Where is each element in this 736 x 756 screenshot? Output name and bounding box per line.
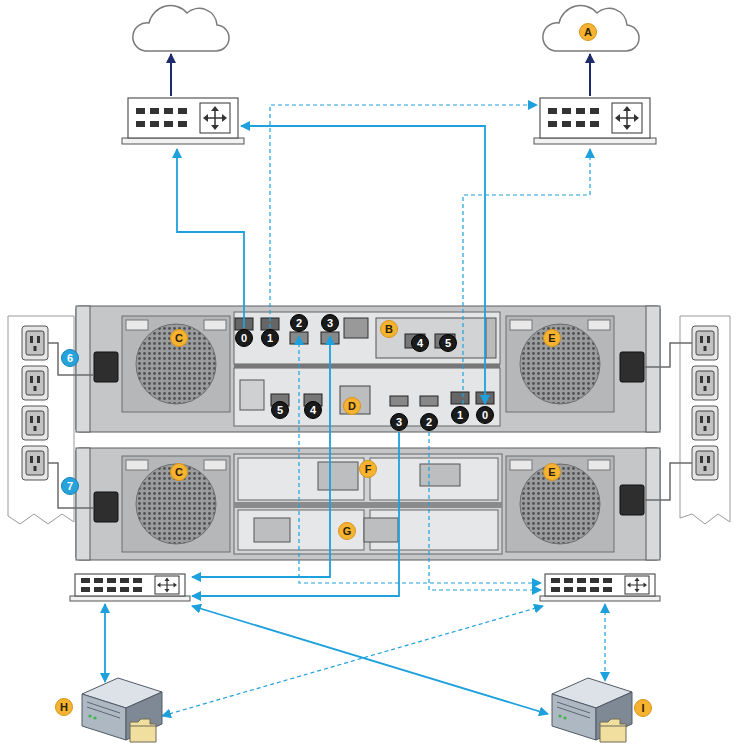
port-number: 4 bbox=[304, 401, 322, 419]
callout-text: A bbox=[584, 27, 592, 38]
callout-text: 7 bbox=[67, 481, 73, 492]
callout-text: 1 bbox=[267, 333, 273, 344]
uplink-arrow bbox=[170, 54, 172, 96]
port-number: 5 bbox=[439, 334, 457, 352]
callout-letter: I bbox=[634, 699, 652, 717]
network-switch bbox=[70, 574, 190, 601]
port-number: 5 bbox=[271, 401, 289, 419]
callout-letter: H bbox=[55, 698, 73, 716]
port-number: 0 bbox=[476, 406, 494, 424]
callout-text: G bbox=[343, 526, 352, 537]
redundant-cable bbox=[162, 105, 605, 716]
port-number: 3 bbox=[321, 314, 339, 332]
callout-text: 1 bbox=[457, 410, 463, 421]
callout-letter: C bbox=[170, 463, 188, 481]
callout-text: E bbox=[548, 467, 555, 478]
callout-letter: B bbox=[380, 320, 398, 338]
network-switch bbox=[122, 98, 244, 144]
callout-text: 0 bbox=[482, 410, 488, 421]
port-number: 4 bbox=[411, 334, 429, 352]
callout-letter: C bbox=[170, 329, 188, 347]
port-number: 1 bbox=[451, 406, 469, 424]
storage-enclosure bbox=[76, 306, 660, 432]
callout-number: 6 bbox=[61, 349, 79, 367]
callout-number: 7 bbox=[61, 477, 79, 495]
callout-letter: F bbox=[359, 460, 377, 478]
callout-text: C bbox=[175, 333, 183, 344]
callout-text: C bbox=[175, 467, 183, 478]
port-number: 3 bbox=[390, 413, 408, 431]
storage-enclosure bbox=[76, 448, 660, 560]
callout-letter: E bbox=[543, 463, 561, 481]
callout-text: 3 bbox=[396, 417, 402, 428]
port-number: 2 bbox=[290, 314, 308, 332]
callout-text: D bbox=[348, 401, 356, 412]
callout-text: 4 bbox=[417, 338, 423, 349]
callout-text: 2 bbox=[426, 417, 432, 428]
callout-text: 0 bbox=[241, 333, 247, 344]
callout-text: 6 bbox=[67, 353, 73, 364]
callout-letter: G bbox=[338, 522, 356, 540]
power-cord bbox=[48, 343, 692, 508]
host-server bbox=[82, 678, 162, 742]
callout-text: E bbox=[548, 333, 555, 344]
callout-text: B bbox=[385, 324, 393, 335]
internet-cloud bbox=[543, 6, 639, 51]
callout-letter: D bbox=[343, 397, 361, 415]
callout-text: 4 bbox=[310, 405, 316, 416]
internet-cloud bbox=[133, 6, 229, 51]
callout-text: 5 bbox=[445, 338, 451, 349]
uplink-arrow bbox=[589, 54, 591, 96]
callout-text: I bbox=[641, 703, 644, 714]
port-number: 2 bbox=[420, 413, 438, 431]
callout-letter: E bbox=[543, 329, 561, 347]
network-switch bbox=[540, 574, 660, 601]
callout-text: H bbox=[60, 702, 68, 713]
port-number: 0 bbox=[235, 329, 253, 347]
host-server bbox=[552, 678, 632, 742]
port-number: 1 bbox=[261, 329, 279, 347]
power-strip bbox=[680, 316, 730, 524]
callout-text: 3 bbox=[327, 318, 333, 329]
callout-text: 5 bbox=[277, 405, 283, 416]
network-cable bbox=[105, 126, 548, 714]
callout-text: 2 bbox=[296, 318, 302, 329]
network-switch bbox=[534, 98, 656, 144]
callout-text: F bbox=[365, 464, 372, 475]
callout-letter: A bbox=[579, 23, 597, 41]
